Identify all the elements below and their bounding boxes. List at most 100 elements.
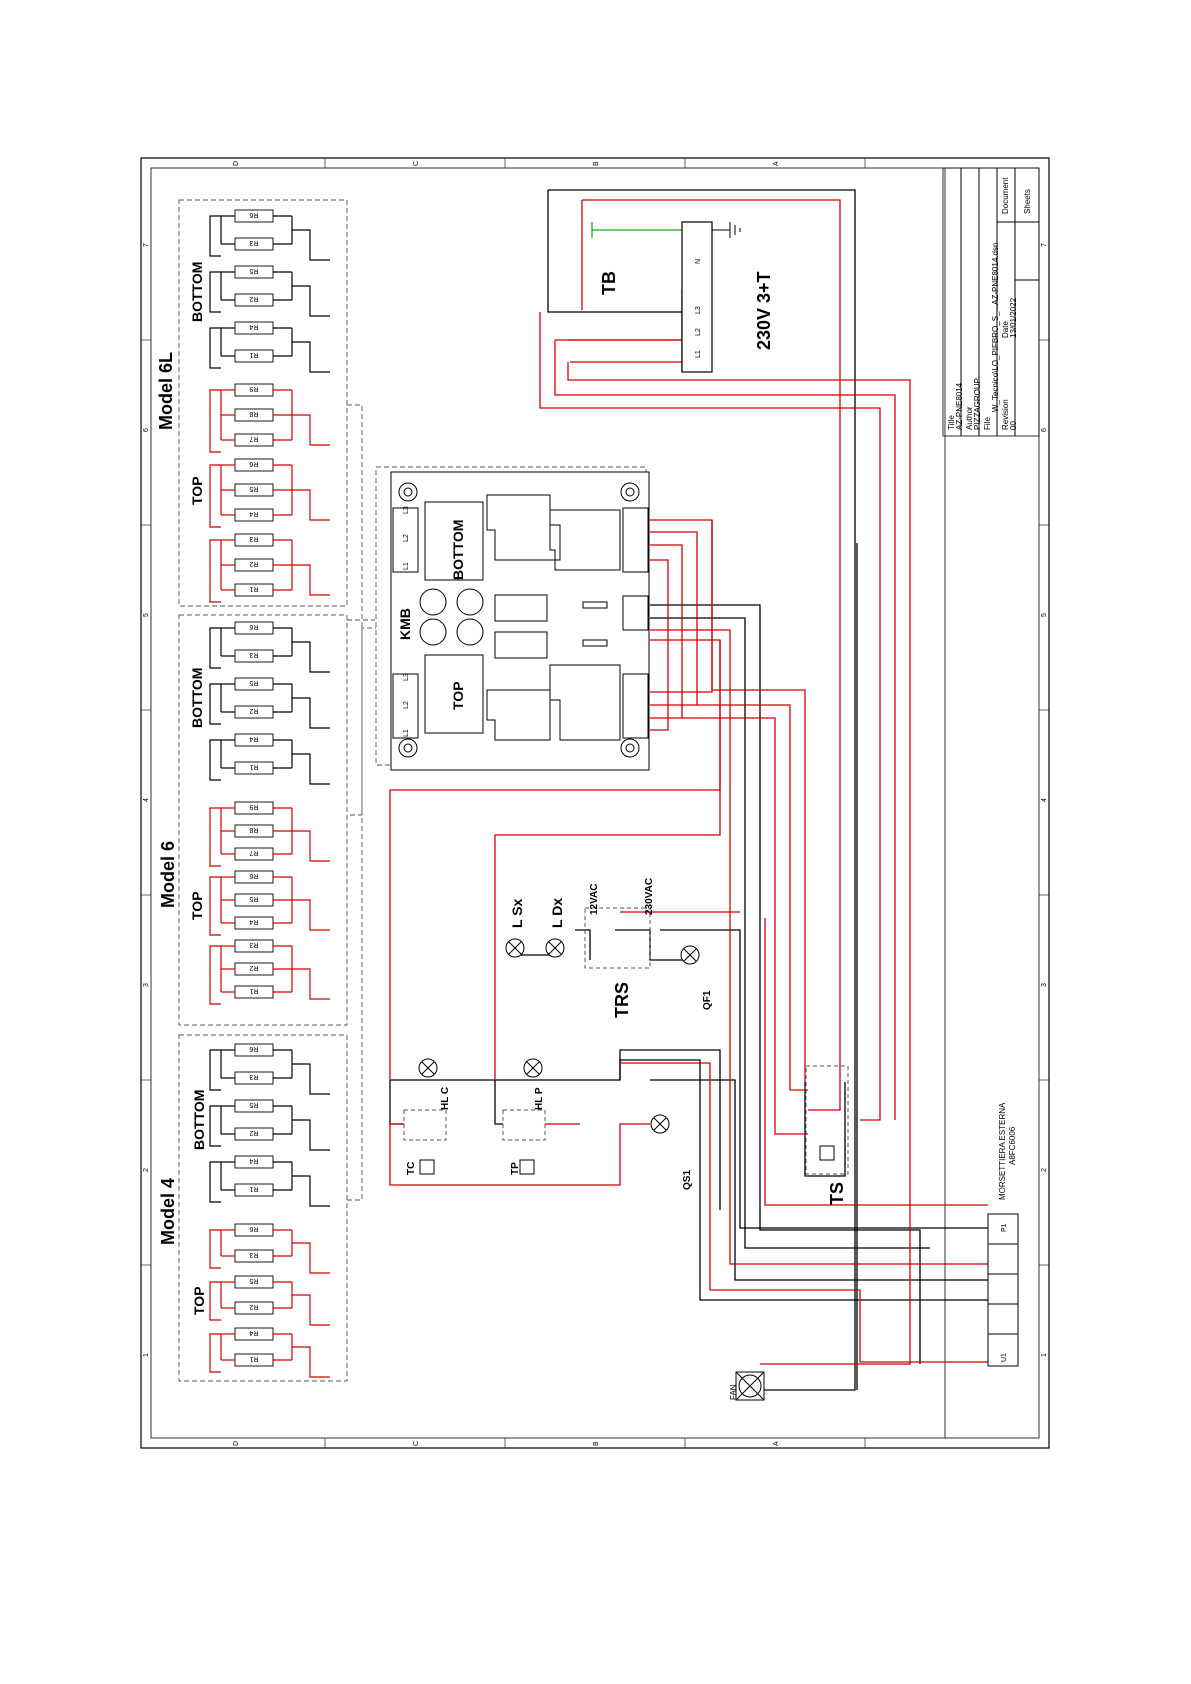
kmb-name: KMB xyxy=(397,608,413,640)
titleblock-field: 13/01/2022 xyxy=(1009,297,1018,338)
titleblock-field: Sheets xyxy=(1023,189,1032,214)
titleblock-field: Revision xyxy=(1001,399,1010,430)
tc-label: TC xyxy=(406,1162,417,1175)
trs-label: TRS xyxy=(612,982,632,1018)
resistor-label: R3 xyxy=(249,1073,258,1080)
label-230vac: 230VAC xyxy=(644,878,655,915)
grid-ticks xyxy=(141,158,1049,1448)
grid-col-label: C xyxy=(413,161,420,166)
qf1-wire xyxy=(660,929,988,1229)
svg-text:L2: L2 xyxy=(403,701,410,709)
grid-row-label: 2 xyxy=(143,1168,150,1172)
resistor-label: R6 xyxy=(249,623,258,630)
tb-term-l2: L2 xyxy=(695,328,702,336)
svg-text:L2: L2 xyxy=(403,534,410,542)
resistor-label: R5 xyxy=(249,485,258,492)
lamp-qf1-icon xyxy=(680,945,700,965)
wire xyxy=(615,929,690,961)
hlp-label: HL P xyxy=(534,1087,545,1110)
wire xyxy=(711,520,806,1082)
wire xyxy=(390,1049,721,1210)
red-wires xyxy=(389,199,988,1365)
wire xyxy=(650,544,683,719)
neutral-wire xyxy=(548,189,856,1391)
terminal-code: A8FC6006 xyxy=(1008,1126,1017,1165)
grid-col-label: D xyxy=(233,161,240,166)
resistor-label: R5 xyxy=(249,1101,258,1108)
titleblock-field: Author xyxy=(965,406,974,430)
model-6-top-label: TOP xyxy=(189,891,205,920)
grid-row-label: 6 xyxy=(1041,428,1048,432)
grid-col-label: A xyxy=(773,161,780,166)
resistor-label: R2 xyxy=(249,295,258,302)
grid-row-label: 4 xyxy=(1041,798,1048,802)
titleblock-field: Date xyxy=(1001,321,1010,338)
tb-term-n: N xyxy=(695,259,702,264)
qs1-label: QS1 xyxy=(682,1170,693,1190)
resistor-label: R1 xyxy=(249,585,258,592)
wire xyxy=(575,929,591,960)
wire xyxy=(650,1079,988,1281)
resistor-label: R3 xyxy=(249,1251,258,1258)
titleblock-field: 00 xyxy=(1009,421,1018,430)
resistor-label: R2 xyxy=(249,1303,258,1310)
model-6l-bottom-label: BOTTOM xyxy=(189,262,205,322)
resistor-label: R6 xyxy=(249,1225,258,1232)
resistor-label: R8 xyxy=(249,826,258,833)
resistor-label: R4 xyxy=(249,1157,258,1164)
tp-label: TP xyxy=(510,1162,521,1175)
resistor-label: R9 xyxy=(249,385,258,392)
lamp-hlp-icon xyxy=(523,1058,543,1078)
grid-row-label: 5 xyxy=(1041,613,1048,617)
tb-supply: 230V 3+T xyxy=(754,271,774,350)
terminal-p1: P1 xyxy=(1001,1223,1008,1232)
lamp-ldx-icon xyxy=(545,938,565,958)
titleblock-field: PIZZAGROUP xyxy=(973,378,982,430)
resistor-label: R1 xyxy=(249,987,258,994)
hlc-label: HL C xyxy=(440,1087,451,1110)
fan-label: FAN xyxy=(729,1384,738,1400)
resistor-banks: R6R3R5R2R4R1R9R8R7R6R5R4R3R2R1R6R3R5R2R4… xyxy=(209,209,330,1378)
grid-row-label: 4 xyxy=(143,798,150,802)
wire xyxy=(650,629,988,1265)
grid-row-label: 6 xyxy=(143,428,150,432)
resistor-label: R7 xyxy=(249,849,258,856)
grid-col-label: B xyxy=(593,1441,600,1446)
model-6-bottom-label: BOTTOM xyxy=(189,668,205,728)
resistor-label: R5 xyxy=(249,1277,258,1284)
resistor-label: R8 xyxy=(249,410,258,417)
resistor-label: R6 xyxy=(249,872,258,879)
model-6l-top-label: TOP xyxy=(189,476,205,505)
titleblock-field: W_Tecnico\LO_PIFBRO_S_...AZ-PNE8014.dsn xyxy=(991,243,1000,412)
qf1-label: QF1 xyxy=(702,990,713,1010)
grid-row-label: 7 xyxy=(143,243,150,247)
resistor-label: R2 xyxy=(249,964,258,971)
resistor-label: R2 xyxy=(249,707,258,714)
resistor-label: R1 xyxy=(249,1185,258,1192)
model-4-title: Model 4 xyxy=(158,1178,178,1245)
wire xyxy=(494,1080,503,1125)
resistor-label: R7 xyxy=(249,435,258,442)
lsx-label: L Sx xyxy=(509,898,525,928)
resistor-label: R4 xyxy=(249,735,258,742)
resistor-label: R1 xyxy=(249,1355,258,1362)
wire xyxy=(697,704,808,1091)
model-6l-title: Model 6L xyxy=(156,352,176,430)
resistor-label: R9 xyxy=(249,803,258,810)
lamp-hlc-icon xyxy=(418,1058,438,1078)
wire xyxy=(682,717,808,1135)
svg-text:L1: L1 xyxy=(403,562,410,570)
grid-col-label: B xyxy=(593,161,600,166)
tb-term-l1: L1 xyxy=(695,350,702,358)
resistor-label: R4 xyxy=(249,510,258,517)
grid-col-label: D xyxy=(233,1441,240,1446)
wire xyxy=(650,559,669,731)
drawing-frame xyxy=(140,157,1050,1449)
svg-text:L1: L1 xyxy=(403,729,410,737)
grid-row-label: 3 xyxy=(143,983,150,987)
tb-name: TB xyxy=(599,271,619,295)
